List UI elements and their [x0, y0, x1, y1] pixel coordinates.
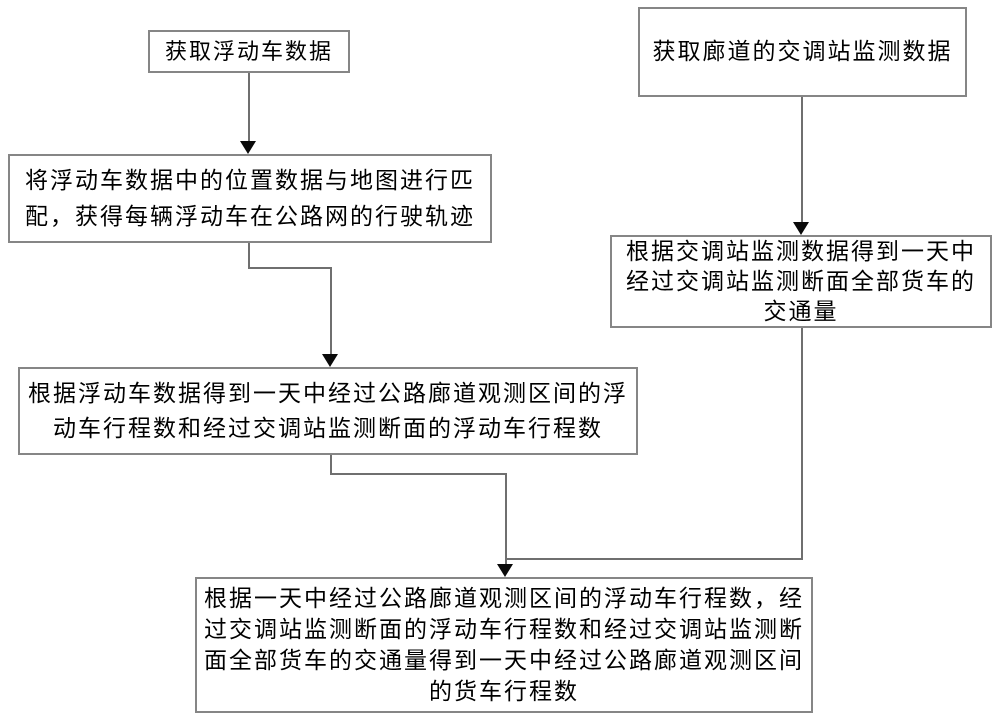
flowchart-node-map-matching: 将浮动车数据中的位置数据与地图进行匹配，获得每辆浮动车在公路网的行驶轨迹 — [8, 154, 492, 243]
connector-mapmatch-to-fcdtrips-segment3 — [330, 267, 332, 357]
connector-mapmatch-to-fcdtrips-segment2 — [248, 267, 332, 269]
flowchart-node-get-corridor-station-data: 获取廊道的交调站监测数据 — [638, 7, 967, 97]
connector-stationvolume-to-junction-segment2 — [505, 558, 803, 560]
arrowhead-into-fcdtrips-icon — [322, 354, 338, 367]
connector-fcdtrips-to-trucktrips-segment1 — [330, 455, 332, 475]
connector-fcdtrips-to-trucktrips-segment3 — [505, 473, 507, 566]
connector-stationvolume-to-junction-segment1 — [801, 328, 803, 560]
flowchart-node-corridor-truck-trip-count: 根据一天中经过公路廊道观测区间的浮动车行程数，经过交调站监测断面的浮动车行程数和… — [195, 577, 813, 713]
connector-getfcd-to-mapmatch-line — [248, 73, 250, 145]
connector-fcdtrips-to-trucktrips-segment2 — [330, 473, 507, 475]
connector-mapmatch-to-fcdtrips-segment1 — [248, 243, 250, 269]
flowchart-node-get-floating-car-data: 获取浮动车数据 — [148, 30, 350, 73]
arrowhead-into-mapmatch-icon — [240, 141, 256, 154]
connector-getstation-to-stationvolume-line — [801, 97, 803, 224]
arrowhead-into-stationvolume-icon — [793, 222, 809, 235]
flowchart-node-floating-car-trip-counts: 根据浮动车数据得到一天中经过公路廊道观测区间的浮动车行程数和经过交调站监测断面的… — [18, 367, 638, 455]
flowchart-node-station-truck-volume: 根据交调站监测数据得到一天中经过交调站监测断面全部货车的交通量 — [610, 235, 992, 328]
arrowhead-into-trucktrips-icon — [497, 564, 513, 577]
